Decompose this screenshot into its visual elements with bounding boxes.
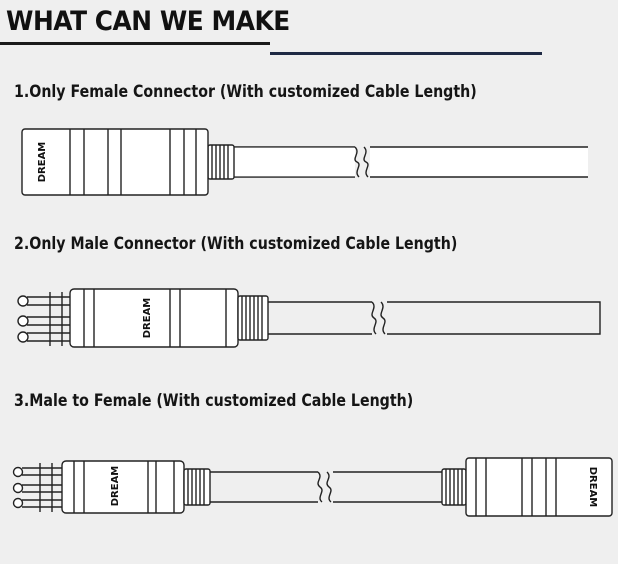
female-connector-cable-diagram: DREAM (21, 128, 588, 196)
section-3-heading: 3.Male to Female (With customized Cable … (14, 391, 414, 410)
title-underline (0, 42, 270, 45)
svg-text:DREAM: DREAM (587, 467, 598, 508)
connector-pins (17, 292, 70, 346)
page-title: WHAT CAN WE MAKE (6, 6, 290, 37)
male-connector-body (69, 288, 239, 348)
section-1-heading: 1.Only Female Connector (With customized… (14, 82, 477, 101)
title-divider (270, 52, 542, 55)
svg-text:DREAM: DREAM (110, 466, 121, 507)
strain-relief (207, 144, 235, 180)
svg-text:DREAM: DREAM (142, 298, 153, 339)
male-to-female-cable-diagram: DREAM DREAM (12, 457, 613, 517)
female-connector-body (21, 128, 209, 196)
cable-break-mark (354, 146, 360, 178)
section-2-heading: 2.Only Male Connector (With customized C… (14, 234, 458, 253)
cable-outline (232, 146, 355, 178)
brand-mark: DREAM (37, 142, 48, 183)
male-connector-cable-diagram: DREAM (17, 288, 601, 348)
